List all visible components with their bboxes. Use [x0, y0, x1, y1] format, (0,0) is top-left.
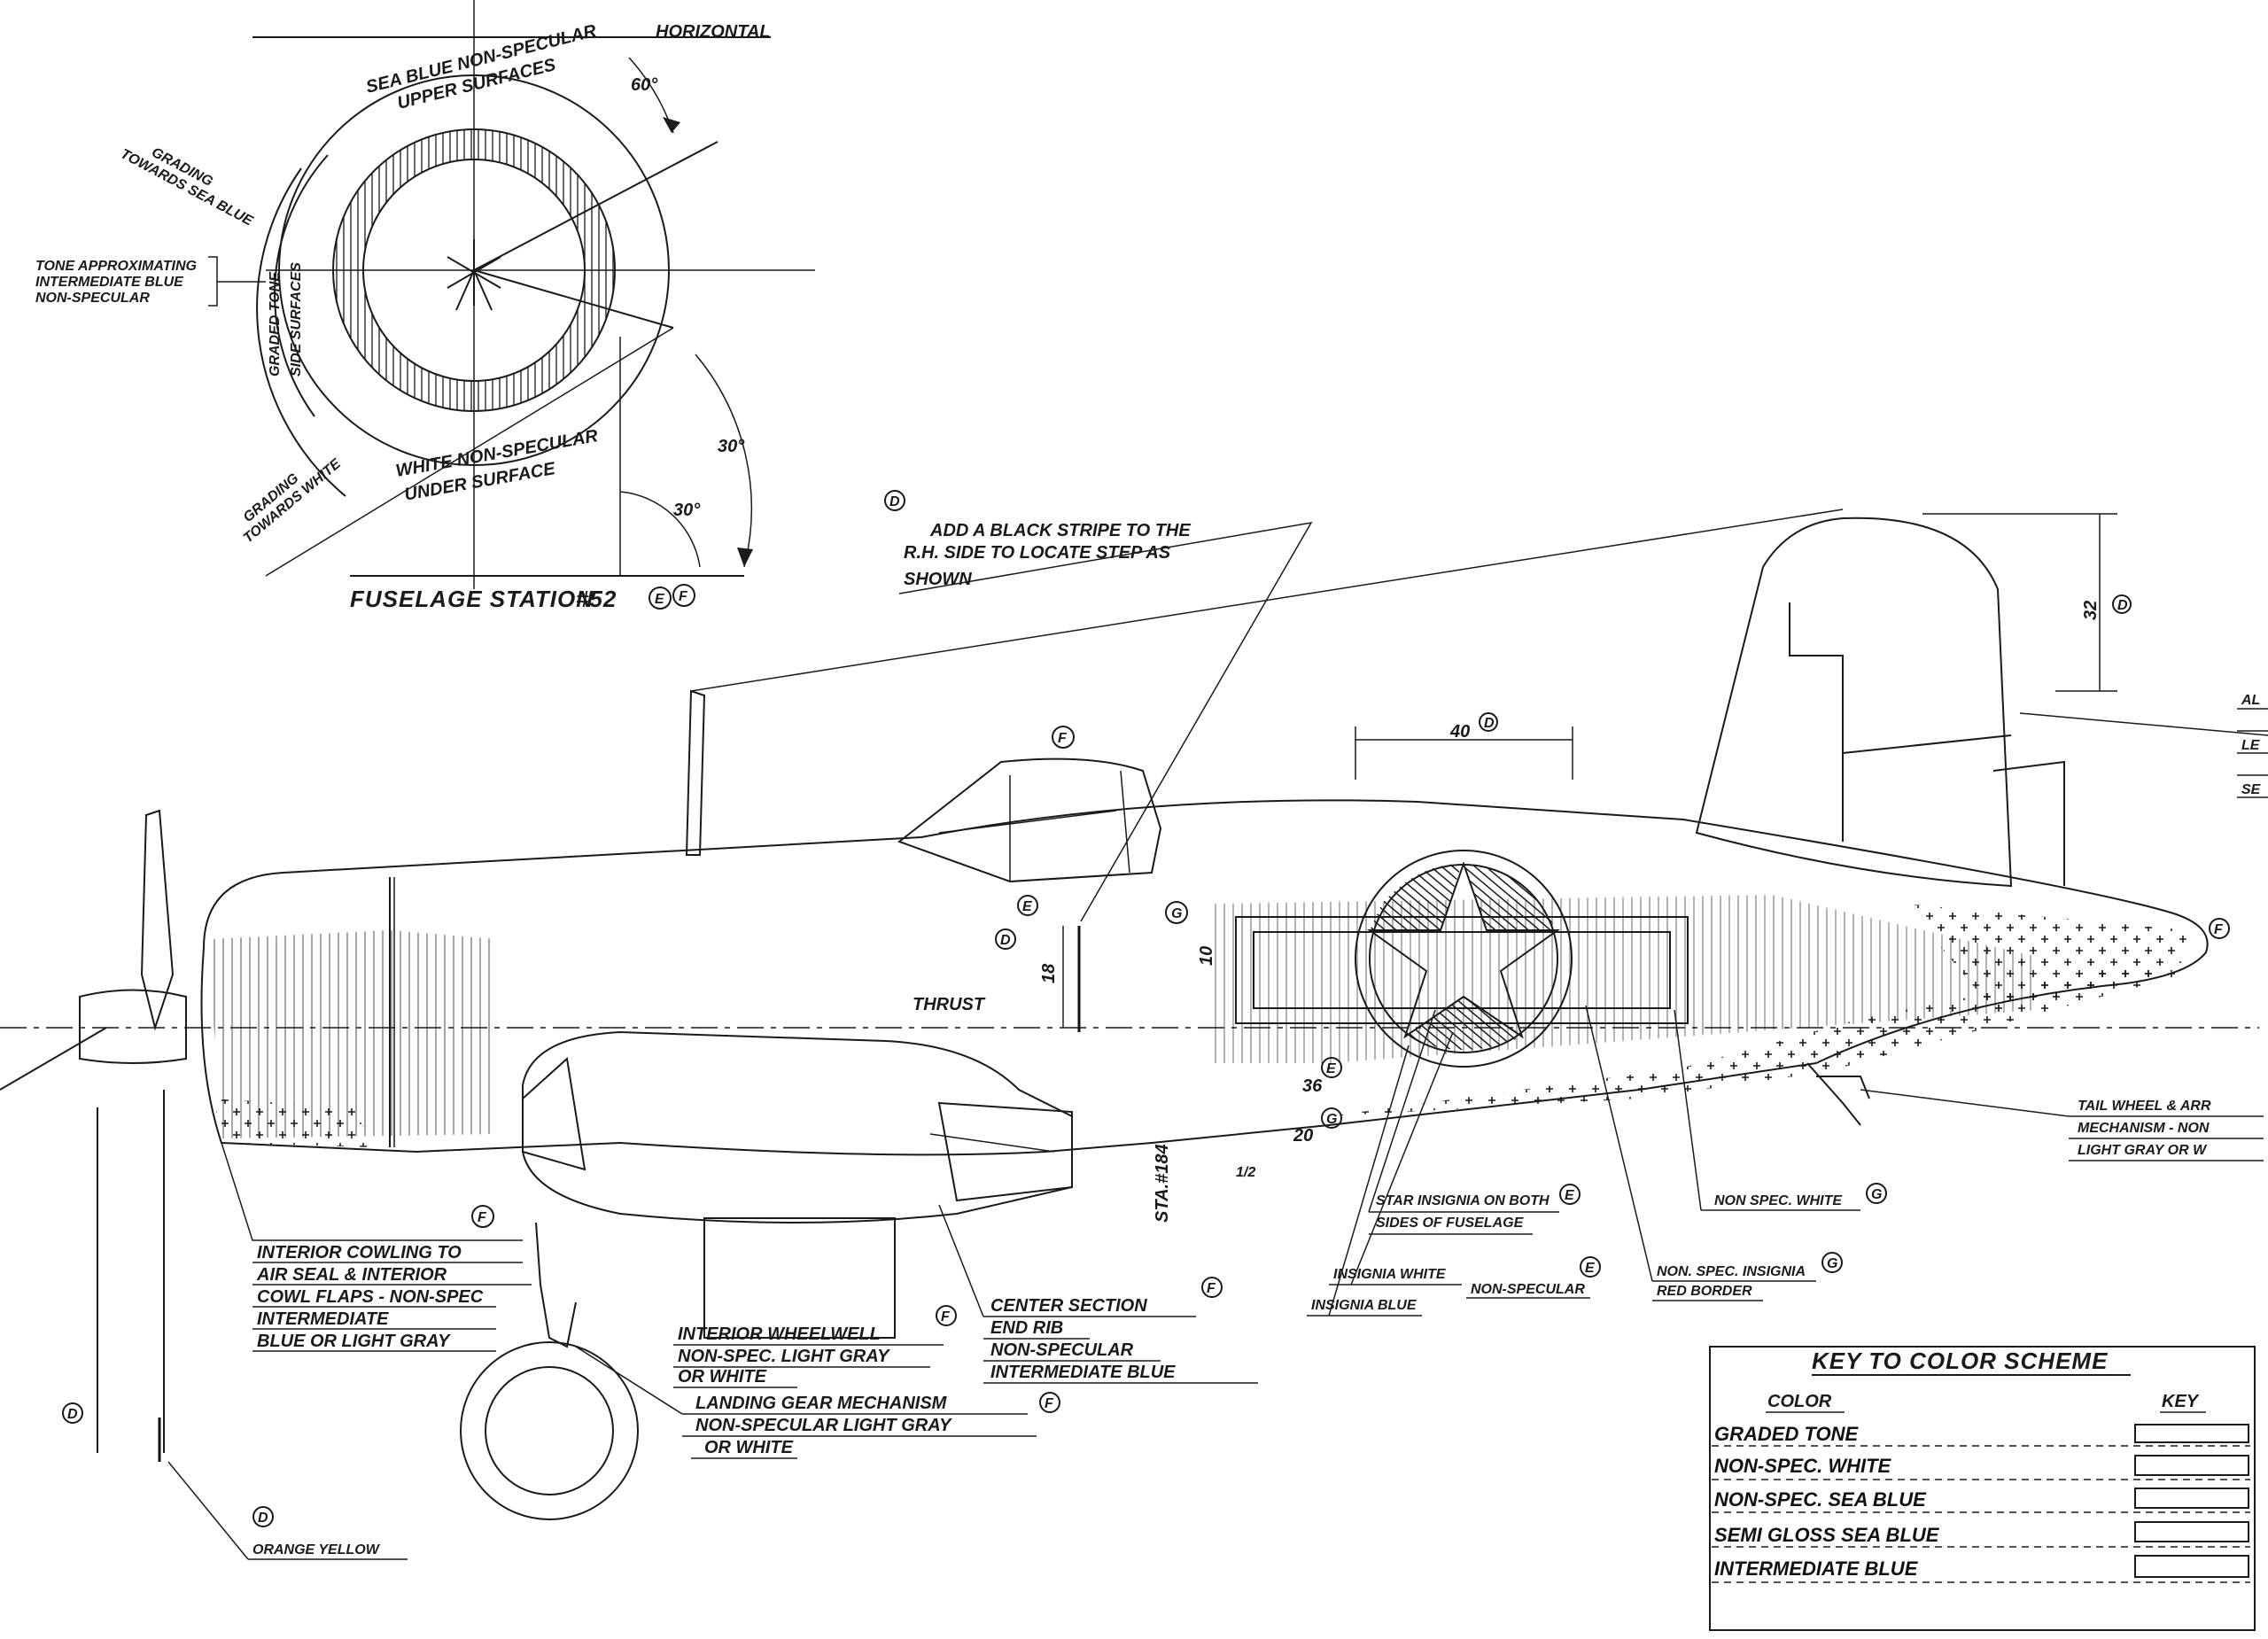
dim-half: 1/2	[1236, 1165, 1255, 1180]
section-ref-e: E	[655, 592, 665, 607]
red-line-2: RED BORDER	[1657, 1284, 1752, 1299]
orange-yellow-label: ORANGE YELLOW	[252, 1542, 381, 1557]
cowl-line-4: INTERMEDIATE	[257, 1309, 389, 1329]
stripe-line-1: ADD A BLACK STRIPE TO THE	[929, 521, 1191, 540]
tone-label-2: INTERMEDIATE BLUE	[35, 275, 184, 290]
wheelwell-ref: F	[941, 1309, 951, 1324]
key-color-header: COLOR	[1767, 1392, 1832, 1411]
dim-20: 20	[1293, 1126, 1313, 1146]
canopy-ref-f: F	[1058, 731, 1068, 746]
orange-ref: D	[258, 1511, 268, 1526]
dim-40-ref: D	[1484, 716, 1495, 731]
tail-ref-f: F	[2214, 922, 2224, 937]
key-row-label: NON-SPEC. WHITE	[1714, 1455, 1892, 1477]
dim-20-ref: G	[1326, 1112, 1337, 1127]
star-ref: E	[1565, 1188, 1575, 1203]
cutoff-label-1: AL	[2241, 693, 2260, 708]
key-row-label: INTERMEDIATE BLUE	[1714, 1557, 1919, 1580]
nonspec-white-label: NON SPEC. WHITE	[1714, 1193, 1843, 1208]
cowl-line-3: COWL FLAPS - NON-SPEC	[257, 1287, 484, 1307]
cowl-line-2: AIR SEAL & INTERIOR	[256, 1265, 447, 1285]
key-swatch-graded	[2134, 1424, 2249, 1443]
gear-line-1: LANDING GEAR MECHANISM	[695, 1394, 948, 1413]
center-line-2: END RIB	[990, 1318, 1063, 1338]
dim-32: 32	[2081, 601, 2101, 620]
dim-36: 36	[1302, 1076, 1323, 1096]
color-key: KEY TO COLOR SCHEME COLOR KEY GRADED TON…	[1709, 1346, 2256, 1631]
key-swatch-semi-gloss	[2134, 1521, 2249, 1542]
stripe-line-3: SHOWN	[904, 570, 972, 589]
wheelwell-line-1: INTERIOR WHEELWELL	[678, 1324, 881, 1344]
key-swatch-sea-blue	[2134, 1488, 2249, 1509]
insignia-nonspec-label: NON-SPECULAR	[1471, 1282, 1585, 1297]
fuselage-station-number: #52	[576, 586, 617, 612]
cutoff-label-2: LE	[2241, 738, 2261, 753]
key-swatch-intermediate	[2134, 1555, 2249, 1578]
cutoff-label-3: SE	[2241, 782, 2262, 797]
insignia-blue-label: INSIGNIA BLUE	[1311, 1298, 1418, 1313]
dim-32-ref: D	[2117, 598, 2128, 613]
dim-10: 10	[1197, 946, 1216, 966]
gear-ref: F	[1045, 1396, 1054, 1411]
center-line-3: NON-SPECULAR	[990, 1340, 1134, 1360]
key-row-sea-blue: NON-SPEC. SEA BLUE	[1712, 1488, 2250, 1513]
angle-30-lower-label: 30°	[673, 501, 701, 520]
section-ref-f: F	[679, 589, 688, 604]
dim-36-ref: E	[1326, 1061, 1337, 1076]
gear-line-2: NON-SPECULAR LIGHT GRAY	[695, 1416, 952, 1435]
tail-line-1: TAIL WHEEL & ARR	[2078, 1099, 2211, 1114]
gear-line-3: OR WHITE	[704, 1438, 794, 1457]
angle-60-label: 60°	[631, 75, 658, 95]
cowl-ref-f: F	[478, 1210, 487, 1225]
key-row-intermediate: INTERMEDIATE BLUE	[1712, 1555, 2250, 1583]
graded-tone-side-label: GRADED TONE	[268, 271, 283, 377]
cowl-line-5: BLUE OR LIGHT GRAY	[257, 1332, 451, 1351]
aircraft-side-view: 40 D 32 D 18 10 36 20 1/2 STA.#184 THRUS…	[0, 490, 2268, 1560]
key-row-label: GRADED TONE	[1714, 1423, 1859, 1445]
star-line-1: STAR INSIGNIA ON BOTH	[1376, 1193, 1550, 1208]
wheelwell-line-2: NON-SPEC. LIGHT GRAY	[678, 1347, 890, 1366]
key-row-graded: GRADED TONE	[1712, 1423, 2250, 1447]
key-key-header: KEY	[2162, 1392, 2200, 1411]
key-row-label: SEMI GLOSS SEA BLUE	[1714, 1524, 1940, 1546]
tone-label-3: NON-SPECULAR	[35, 291, 150, 306]
fuselage-section-view: HORIZONTAL 60° 30° 30° SEA BLUE NON-SPEC…	[35, 0, 815, 612]
dim-18: 18	[1039, 963, 1059, 983]
horizontal-label: HORIZONTAL	[656, 22, 771, 42]
red-line-1: NON. SPEC. INSIGNIA	[1657, 1264, 1806, 1279]
wheelwell-line-3: OR WHITE	[678, 1367, 767, 1387]
red-ref: G	[1827, 1256, 1837, 1271]
center-line-4: INTERMEDIATE BLUE	[990, 1363, 1176, 1382]
center-ref: F	[1207, 1281, 1216, 1296]
stripe-ref: D	[889, 494, 900, 509]
key-row-label: NON-SPEC. SEA BLUE	[1714, 1488, 1927, 1511]
key-row-semi-gloss: SEMI GLOSS SEA BLUE	[1712, 1521, 2250, 1548]
station-184: STA.#184	[1153, 1144, 1172, 1223]
star-line-2: SIDES OF FUSELAGE	[1376, 1216, 1525, 1231]
side-surfaces-label: SIDE SURFACES	[289, 262, 304, 377]
tail-line-2: MECHANISM - NON	[2078, 1121, 2210, 1136]
tone-label-1: TONE APPROXIMATING	[35, 259, 197, 274]
cowl-line-1: INTERIOR COWLING TO	[257, 1243, 462, 1262]
grading-sea-label-2: TOWARDS SEA BLUE	[118, 146, 256, 229]
stripe-line-2: R.H. SIDE TO LOCATE STEP AS	[904, 543, 1171, 563]
key-swatch-white	[2134, 1455, 2249, 1476]
thrust-label: THRUST	[913, 995, 986, 1014]
insignia-white-label: INSIGNIA WHITE	[1333, 1267, 1447, 1282]
key-title: KEY TO COLOR SCHEME	[1812, 1348, 2108, 1374]
step-ref-d: D	[1000, 933, 1011, 948]
nonspec-white-ref: G	[1871, 1187, 1882, 1202]
prop-ref-d: D	[67, 1407, 78, 1422]
dim-40: 40	[1449, 722, 1470, 742]
tail-line-3: LIGHT GRAY OR W	[2078, 1143, 2208, 1158]
fuselage-station-title: FUSELAGE STATION	[350, 586, 594, 612]
angle-30-label: 30°	[718, 437, 745, 456]
key-row-white: NON-SPEC. WHITE	[1712, 1455, 2250, 1480]
insignia-ref-g: G	[1171, 906, 1182, 921]
insignia-nonspec-ref: E	[1585, 1261, 1596, 1276]
step-ref-e: E	[1022, 899, 1033, 914]
center-line-1: CENTER SECTION	[990, 1296, 1147, 1316]
